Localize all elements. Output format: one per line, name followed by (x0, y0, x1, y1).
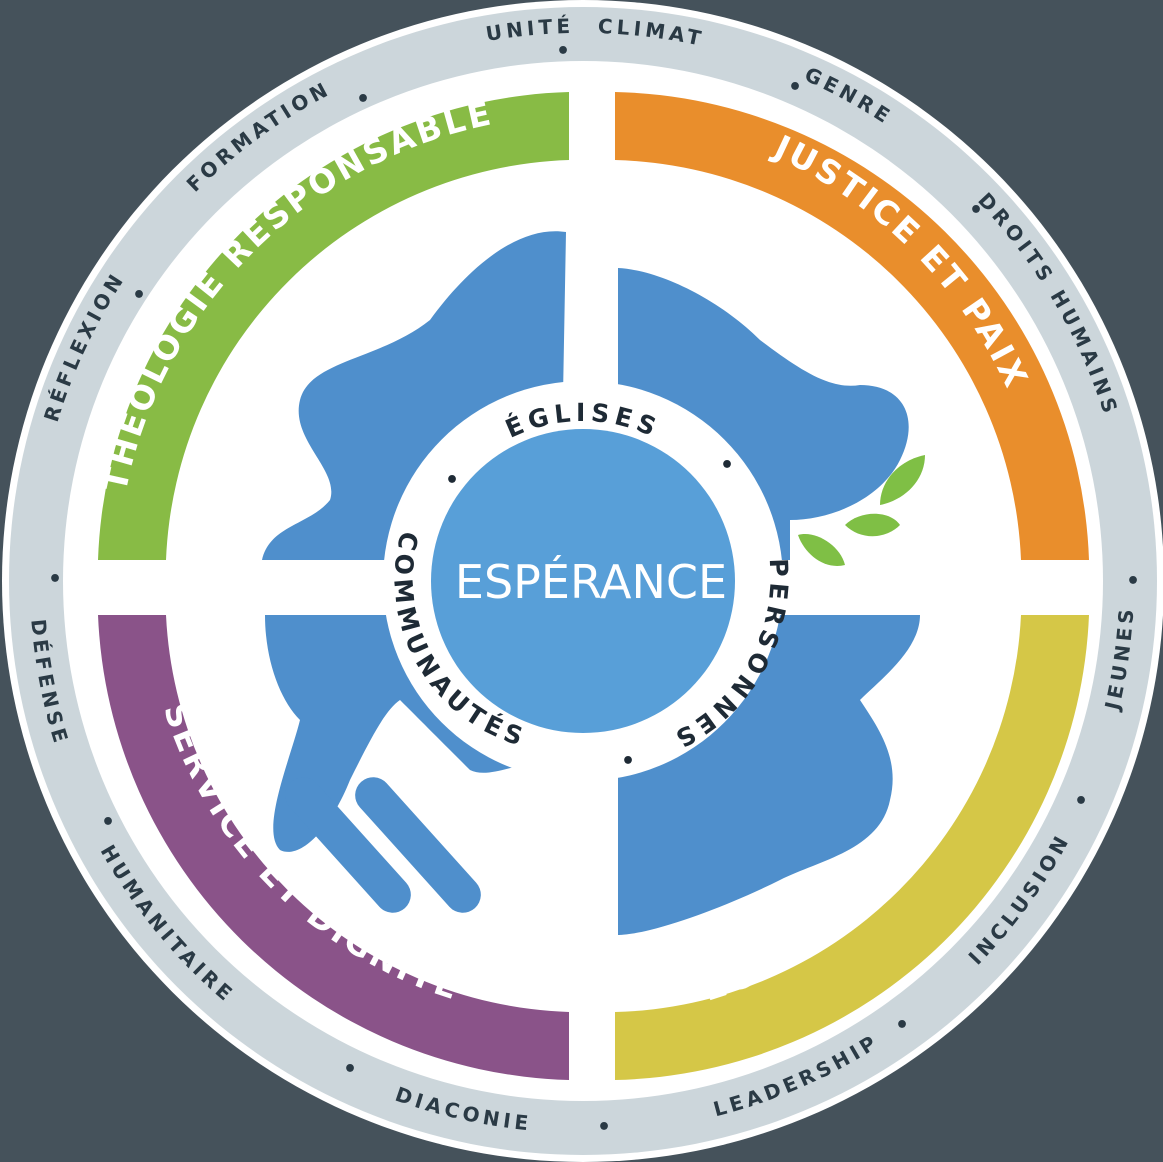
separator-dot: • (720, 453, 734, 478)
quadrant-eglises-band (615, 615, 1089, 1080)
separator-dot: • (1074, 789, 1088, 814)
inner-ring-separators: • • • (445, 453, 734, 774)
separator-dot: • (895, 1013, 909, 1038)
separator-dot: • (1126, 569, 1140, 594)
separator-dot: • (788, 75, 802, 100)
center-circle (431, 429, 735, 733)
separator-dot: • (445, 468, 459, 493)
separator-dot: • (343, 1057, 357, 1082)
outer-ring-separators: • • • • • • • • • • • • (48, 39, 1140, 1140)
separator-dot: • (597, 1115, 611, 1140)
separator-dot: • (101, 810, 115, 835)
separator-dot: • (132, 283, 146, 308)
quadrant-theologie-band (98, 92, 569, 560)
center-label: ESPÉRANCE (455, 555, 727, 609)
separator-dot: • (969, 198, 983, 223)
separator-dot: • (621, 749, 635, 774)
separator-dot: • (48, 567, 62, 592)
separator-dot: • (356, 87, 370, 112)
quadrant-justice-band (615, 92, 1089, 560)
separator-dot: • (556, 39, 570, 64)
leaf-sprig-icon (798, 455, 925, 566)
quadrant-service-band (98, 615, 569, 1080)
